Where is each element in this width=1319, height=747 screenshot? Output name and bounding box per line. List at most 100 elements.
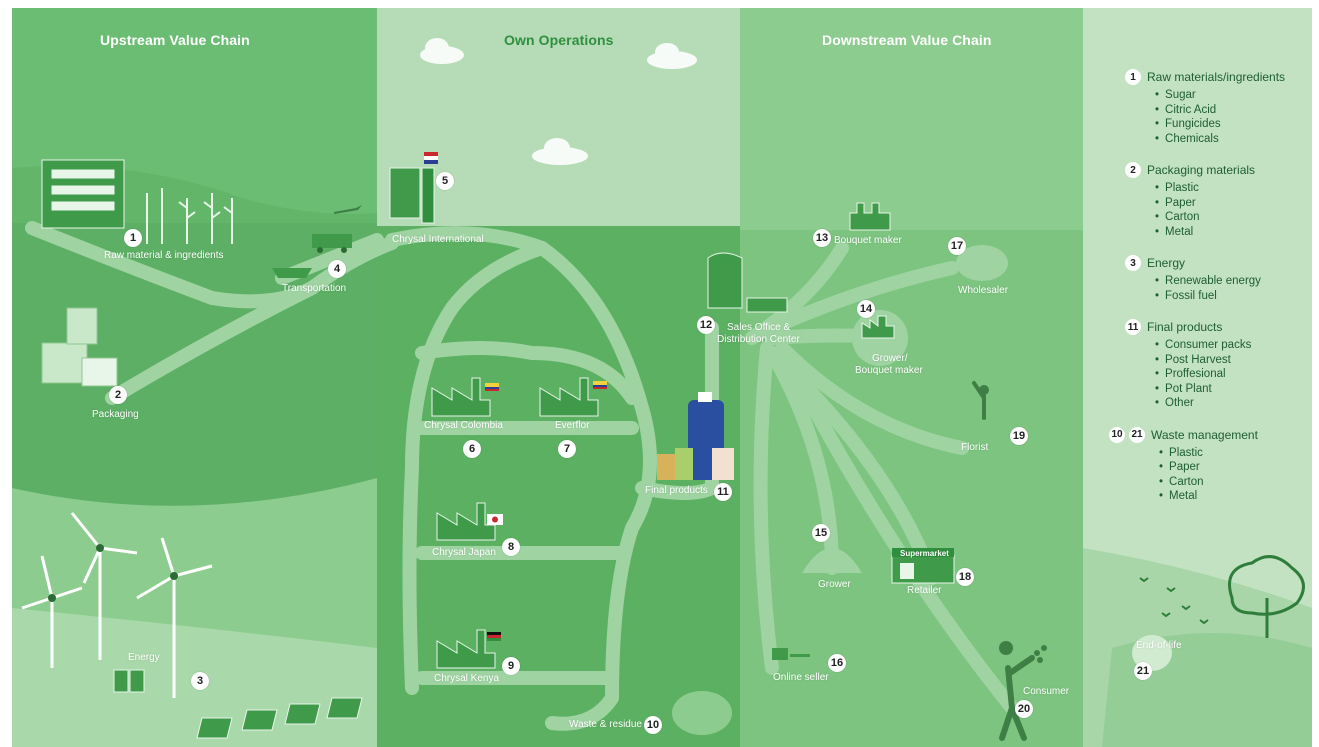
legend-badge: 10 <box>1109 426 1125 443</box>
cloud-icon <box>420 38 697 165</box>
node-badge-2: 2 <box>109 386 127 404</box>
ship-icon <box>272 268 312 278</box>
node-label-packaging: Packaging <box>92 409 139 420</box>
node-badge-18: 18 <box>956 568 974 586</box>
legend-title: Packaging materials <box>1147 163 1256 177</box>
node-label-energy: Energy <box>128 652 160 663</box>
node-badge-14: 14 <box>857 300 875 318</box>
node-label-consumer: Consumer <box>1023 686 1070 697</box>
legend-item: Fossil fuel <box>1155 289 1312 304</box>
consumer-person-icon <box>999 655 1035 741</box>
node-label-wholesaler: Wholesaler <box>958 285 1009 296</box>
node-label-everflor: Everflor <box>555 420 590 431</box>
node-badge-15: 15 <box>812 524 830 542</box>
supermarket-icon <box>891 548 955 584</box>
box-icon <box>41 307 118 387</box>
wholesaler-bush-icon <box>956 245 1008 281</box>
legend-badge: 11 <box>1125 319 1141 335</box>
flower-bouquet-icon <box>1034 645 1047 663</box>
node-label-chrysal-colombia: Chrysal Colombia <box>424 420 503 431</box>
legend-item: Plastic <box>1159 446 1312 461</box>
node-badge-20: 20 <box>1015 700 1033 718</box>
legend-item: Fungicides <box>1155 117 1312 132</box>
legend-item: Metal <box>1155 225 1312 240</box>
node-label-chrysal-kenya: Chrysal Kenya <box>434 673 500 684</box>
truck-icon <box>312 234 352 253</box>
legend-group: 10 21 Waste management Plastic Paper Car… <box>1109 426 1312 504</box>
legend: 1 Raw materials/ingredients Sugar Citric… <box>1109 68 1312 519</box>
legend-item: Other <box>1155 396 1312 411</box>
node-label-chrysal-international: Chrysal International <box>392 234 484 245</box>
legend-item: Carton <box>1155 210 1312 225</box>
legend-title: Waste management <box>1151 427 1258 442</box>
node-label-grower: Grower <box>818 579 851 590</box>
solar-panel-icon <box>196 697 363 739</box>
legend-item: Carton <box>1159 475 1312 490</box>
column-title-downstream: Downstream Value Chain <box>822 32 992 48</box>
legend-item: Pot Plant <box>1155 382 1312 397</box>
legend-item: Metal <box>1159 489 1312 504</box>
legend-item: Consumer packs <box>1155 338 1312 353</box>
legend-title: Energy <box>1147 256 1186 270</box>
legend-group: 1 Raw materials/ingredients Sugar Citric… <box>1125 68 1312 146</box>
node-badge-11: 11 <box>714 483 732 501</box>
node-label-final-products: Final products <box>645 485 708 496</box>
legend-badge: 3 <box>1125 255 1141 271</box>
legend-group: 11 Final products Consumer packs Post Ha… <box>1125 318 1312 411</box>
node-badge-4: 4 <box>328 260 346 278</box>
online-seller-icon <box>772 648 810 660</box>
factory-icon <box>431 377 599 669</box>
wind-turbine-icon <box>21 512 213 698</box>
waste-mound-icon <box>672 691 732 735</box>
legend-item: Sugar <box>1155 88 1312 103</box>
node-badge-5: 5 <box>436 172 454 190</box>
column-title-own-operations: Own Operations <box>504 32 614 48</box>
colombia-flag-icon <box>485 383 499 391</box>
node-label-raw-material: Raw material & ingredients <box>104 250 224 261</box>
japan-flag-icon <box>487 514 503 525</box>
kenya-flag-icon <box>487 632 501 641</box>
legend-item: Renewable energy <box>1155 274 1312 289</box>
legend-group: 2 Packaging materials Plastic Paper Cart… <box>1125 161 1312 239</box>
tree-icon <box>1228 555 1305 638</box>
netherlands-flag-icon <box>424 152 438 164</box>
legend-badge: 21 <box>1129 426 1145 443</box>
node-badge-9: 9 <box>502 657 520 675</box>
node-badge-1: 1 <box>124 229 142 247</box>
product-bottle-icon <box>657 392 734 480</box>
node-badge-3: 3 <box>191 672 209 690</box>
florist-person-icon <box>972 381 986 420</box>
node-label-waste-residue: Waste & residue <box>569 719 642 730</box>
legend-item: Proffesional <box>1155 367 1312 382</box>
factory-icon <box>41 159 125 229</box>
legend-item: Paper <box>1155 196 1312 211</box>
grower-dome-icon <box>802 548 862 573</box>
legend-badge: 2 <box>1125 162 1141 178</box>
greenhouse-icon <box>852 310 908 366</box>
factory-icon <box>849 202 891 231</box>
headquarters-icon <box>389 167 435 224</box>
node-label-online-seller: Online seller <box>773 672 829 683</box>
crop-icon <box>146 188 233 244</box>
legend-badge: 1 <box>1125 69 1141 85</box>
node-badge-8: 8 <box>502 538 520 556</box>
legend-item: Plastic <box>1155 181 1312 196</box>
node-label-retailer: Retailer <box>907 585 942 596</box>
legend-item: Citric Acid <box>1155 103 1312 118</box>
illustrations <box>21 38 1305 741</box>
node-badge-21: 21 <box>1134 662 1152 680</box>
ecuador-flag-icon <box>593 381 607 389</box>
node-label-grower-bouquet-maker: Bouquet maker <box>855 365 923 376</box>
node-badge-13: 13 <box>813 229 831 247</box>
node-badge-17: 17 <box>948 237 966 255</box>
node-badge-10: 10 <box>644 716 662 734</box>
node-label-distribution-center: Distribution Center <box>717 334 800 345</box>
node-label-florist: Florist <box>961 442 989 453</box>
node-label-grower-slash: Grower/ <box>872 353 908 364</box>
legend-item: Paper <box>1159 460 1312 475</box>
node-badge-6: 6 <box>463 440 481 458</box>
node-badge-12: 12 <box>697 316 715 334</box>
legend-item: Chemicals <box>1155 132 1312 147</box>
node-label-end-of-life: End-of-life <box>1136 640 1182 651</box>
node-badge-7: 7 <box>558 440 576 458</box>
